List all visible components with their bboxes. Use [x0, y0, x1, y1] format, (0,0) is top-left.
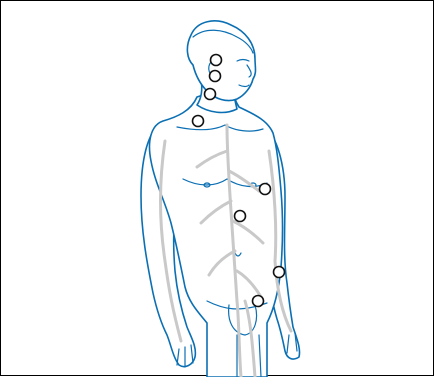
lymph-node-marker-abdominal[interactable]: [235, 211, 246, 222]
lymph-node-marker-supraclavicular[interactable]: [193, 116, 204, 127]
lymph-node-marker-preauricular[interactable]: [211, 55, 222, 66]
lymph-node-marker-axillary[interactable]: [260, 184, 271, 195]
lymph-node-marker-iliac[interactable]: [274, 267, 285, 278]
lymph-node-marker-parotid[interactable]: [210, 71, 221, 82]
lymph-node-marker-inguinal[interactable]: [253, 296, 264, 307]
lymph-node-marker-submandibular[interactable]: [205, 89, 216, 100]
